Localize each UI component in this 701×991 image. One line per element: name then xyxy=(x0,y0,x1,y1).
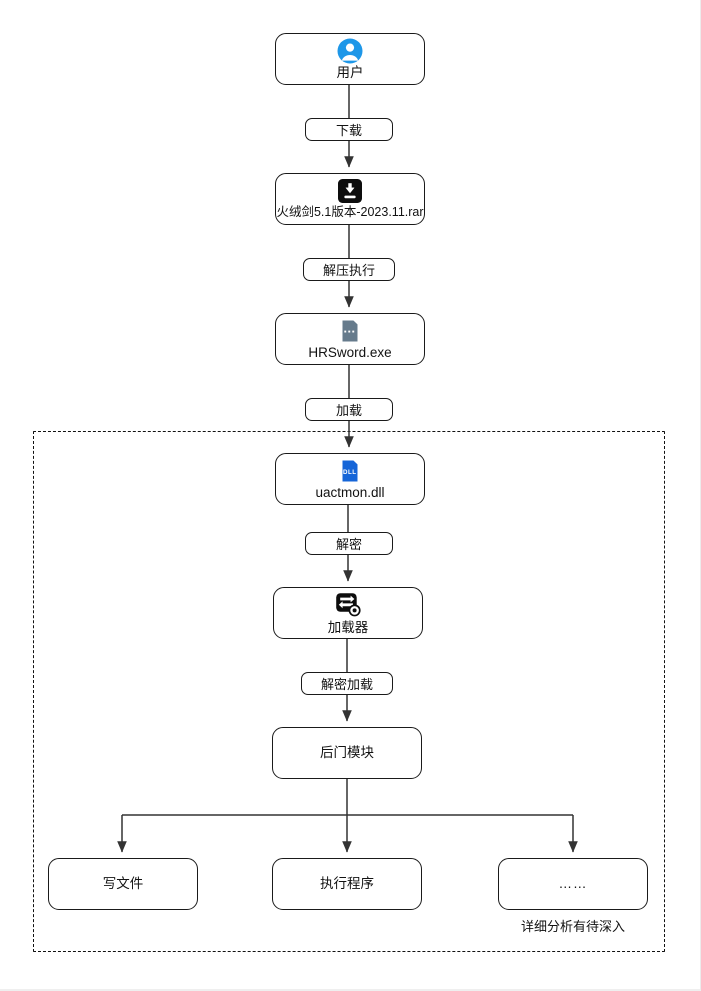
node-more-actions-label: …… xyxy=(558,876,588,892)
user-avatar-icon xyxy=(337,38,363,64)
edge-label-extract-run: 解压执行 xyxy=(303,258,395,281)
edge-label-load: 加载 xyxy=(305,398,393,421)
node-dll-file[interactable]: DLL uactmon.dll xyxy=(275,453,425,505)
node-rar-archive[interactable]: 火绒剑5.1版本-2023.11.rar xyxy=(275,173,425,225)
node-backdoor-module[interactable]: 后门模块 xyxy=(272,727,422,779)
node-run-program[interactable]: 执行程序 xyxy=(272,858,422,910)
edge-label-decrypt: 解密 xyxy=(305,532,393,555)
exe-file-icon xyxy=(337,318,363,344)
node-exe-file-label: HRSword.exe xyxy=(308,344,392,360)
edge-label-download: 下载 xyxy=(305,118,393,141)
node-loader-label: 加载器 xyxy=(327,619,369,635)
node-user[interactable]: 用户 xyxy=(275,33,425,85)
download-archive-icon xyxy=(337,178,363,204)
node-dll-file-label: uactmon.dll xyxy=(315,484,385,500)
node-user-label: 用户 xyxy=(336,64,364,80)
loader-gear-icon xyxy=(334,591,362,619)
node-loader[interactable]: 加载器 xyxy=(273,587,423,639)
node-write-file[interactable]: 写文件 xyxy=(48,858,198,910)
node-rar-archive-label: 火绒剑5.1版本-2023.11.rar xyxy=(276,205,424,220)
dll-file-icon: DLL xyxy=(337,458,363,484)
node-run-program-label: 执行程序 xyxy=(320,876,374,892)
node-write-file-label: 写文件 xyxy=(102,876,144,892)
node-more-actions[interactable]: …… xyxy=(498,858,648,910)
analysis-pending-caption: 详细分析有待深入 xyxy=(520,919,625,934)
node-exe-file[interactable]: HRSword.exe xyxy=(275,313,425,365)
node-backdoor-module-label: 后门模块 xyxy=(320,745,374,761)
svg-text:DLL: DLL xyxy=(343,469,357,476)
edge-label-decrypt-load: 解密加载 xyxy=(301,672,393,695)
